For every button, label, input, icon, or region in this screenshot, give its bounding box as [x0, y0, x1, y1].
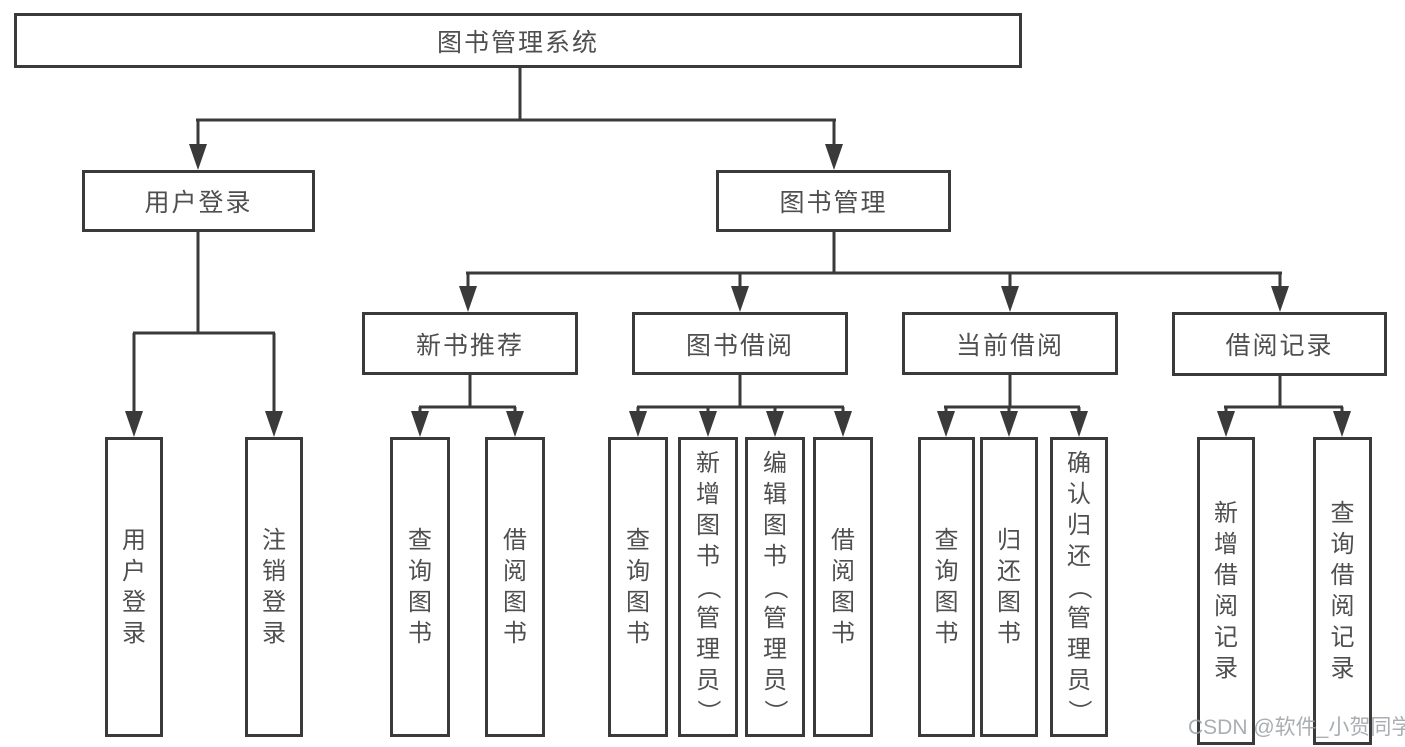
- leaf-query-books-recommend: 查询图书: [390, 437, 450, 737]
- node-book-borrowing: 图书借阅: [632, 312, 848, 375]
- leaf-add-books-admin: 新增图书（管理员）: [678, 437, 738, 737]
- leaf-borrow-books: 借阅图书: [813, 437, 873, 737]
- leaf-add-borrow-record: 新增借阅记录: [1197, 437, 1255, 745]
- node-user-login: 用户登录: [82, 170, 315, 232]
- node-borrowing-records: 借阅记录: [1172, 312, 1387, 376]
- node-library-management-system: 图书管理系统: [14, 13, 1022, 68]
- node-book-management: 图书管理: [716, 170, 951, 232]
- node-current-borrowing: 当前借阅: [902, 312, 1118, 375]
- leaf-user-login: 用户登录: [105, 437, 163, 737]
- connector-arrowheads: [125, 144, 1351, 437]
- leaf-query-books-current: 查询图书: [918, 437, 975, 737]
- leaf-borrow-books-recommend: 借阅图书: [485, 437, 545, 737]
- node-new-book-recommendation: 新书推荐: [362, 312, 578, 375]
- leaf-query-borrow-record: 查询借阅记录: [1313, 437, 1372, 745]
- leaf-confirm-return-admin: 确认归还（管理员）: [1050, 437, 1108, 737]
- leaf-return-books: 归还图书: [980, 437, 1038, 737]
- leaf-logout: 注销登录: [245, 437, 303, 737]
- leaf-edit-books-admin: 编辑图书（管理员）: [745, 437, 805, 737]
- csdn-watermark: CSDN @软件_小贺同学: [1188, 716, 1405, 739]
- leaf-query-books-borrowing: 查询图书: [608, 437, 668, 737]
